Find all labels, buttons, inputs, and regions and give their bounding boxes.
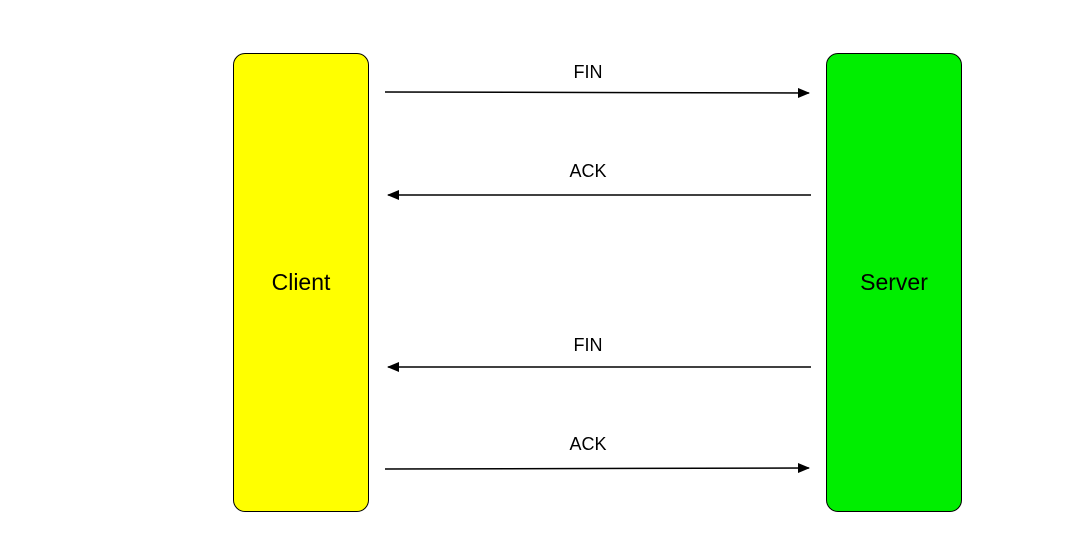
client-label: Client [271, 269, 331, 295]
message-arrow-1 [384, 87, 810, 98]
client-node: Client [233, 53, 369, 512]
message-label-2: ACK [569, 161, 607, 181]
message-label-1: FIN [573, 62, 603, 82]
server-node: Server [826, 53, 962, 512]
message-label-4: ACK [569, 434, 607, 454]
message-label-3: FIN [573, 335, 603, 355]
message-arrow-4 [384, 463, 810, 474]
server-label: Server [860, 269, 928, 295]
